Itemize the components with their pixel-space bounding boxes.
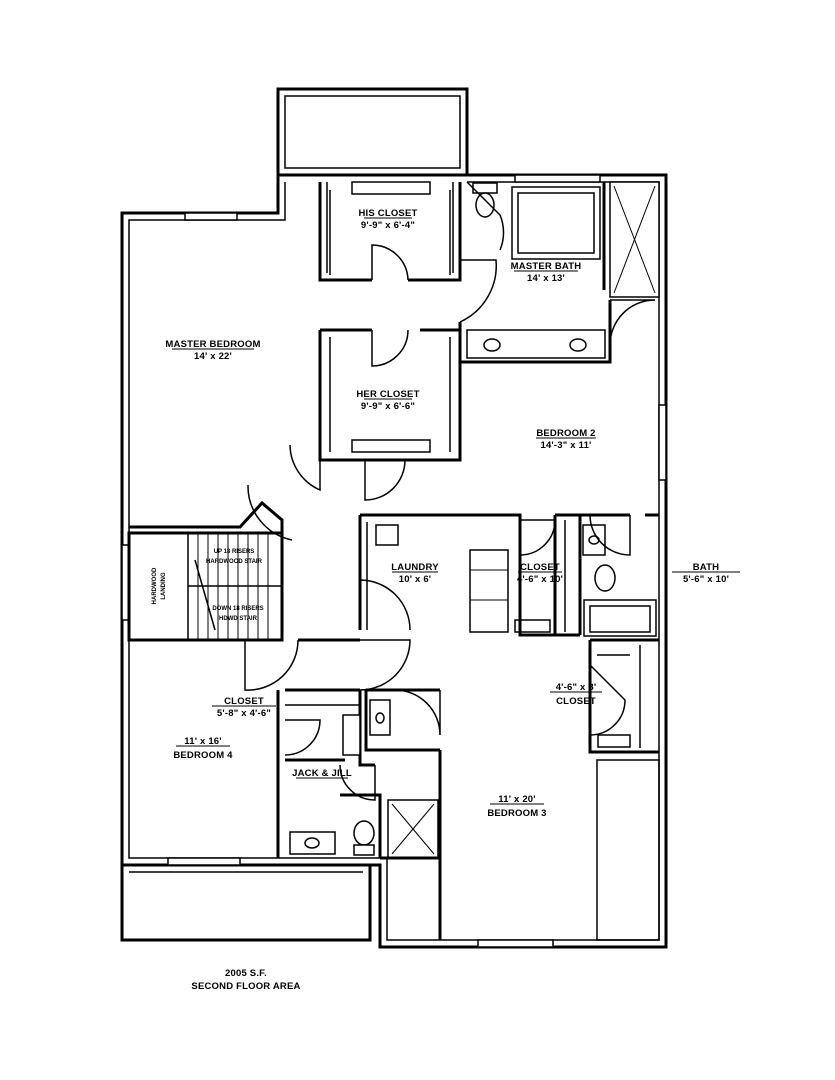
label-bath: BATH 5'-6" x 10' (672, 562, 740, 585)
svg-text:11' x 16': 11' x 16' (184, 736, 222, 747)
porch (120, 863, 372, 942)
svg-text:BEDROOM 4: BEDROOM 4 (173, 750, 233, 761)
svg-text:14' x 22': 14' x 22' (194, 351, 232, 362)
svg-text:5'-8" x 4'-6": 5'-8" x 4'-6" (217, 708, 271, 719)
svg-text:HER CLOSET: HER CLOSET (356, 389, 419, 400)
label-laundry: LAUNDRY 10' x 6' (391, 562, 439, 585)
svg-text:JACK & JILL: JACK & JILL (292, 768, 352, 779)
label-bedroom-3: 11' x 20' BEDROOM 3 (487, 794, 546, 819)
svg-text:2005 S.F.: 2005 S.F. (225, 968, 267, 979)
label-bedroom-4: 11' x 16' BEDROOM 4 (173, 736, 233, 761)
svg-text:HARDWOOD: HARDWOOD (152, 567, 158, 604)
svg-text:14'-3" x 11': 14'-3" x 11' (540, 440, 591, 451)
label-stairs-down: DOWN 18 RISERS HDWD STAIR (212, 606, 263, 622)
svg-text:MASTER BATH: MASTER BATH (511, 261, 582, 272)
label-closet-bedroom-3: 4'-6" x 8' CLOSET (550, 682, 602, 707)
svg-text:9'-9" x 6'-4": 9'-9" x 6'-4" (361, 220, 415, 231)
label-stairs-up: UP 18 RISERS HARDWOOD STAIR (206, 549, 263, 565)
svg-text:CLOSET: CLOSET (556, 696, 596, 707)
svg-text:9'-9" x 6'-6": 9'-9" x 6'-6" (361, 401, 415, 412)
windows (121, 174, 667, 948)
area-caption: 2005 S.F. SECOND FLOOR AREA (191, 968, 300, 992)
svg-text:CLOSET: CLOSET (224, 696, 264, 707)
svg-text:BEDROOM 2: BEDROOM 2 (536, 428, 595, 439)
svg-text:SECOND FLOOR AREA: SECOND FLOOR AREA (191, 981, 300, 992)
svg-text:HIS CLOSET: HIS CLOSET (358, 208, 417, 219)
svg-text:UP 18 RISERS: UP 18 RISERS (214, 549, 255, 555)
svg-text:BEDROOM 3: BEDROOM 3 (487, 808, 546, 819)
svg-text:LANDING: LANDING (161, 572, 167, 600)
balcony (276, 87, 469, 177)
interior-walls (127, 181, 660, 941)
svg-text:4'-6" x 10': 4'-6" x 10' (517, 574, 563, 585)
label-landing: HARDWOOD LANDING (152, 567, 167, 604)
svg-text:DOWN 18 RISERS: DOWN 18 RISERS (212, 606, 263, 612)
svg-text:LAUNDRY: LAUNDRY (391, 562, 439, 573)
door-swings (244, 181, 656, 801)
label-jack-and-jill: JACK & JILL (292, 768, 352, 779)
svg-text:4'-6" x 8': 4'-6" x 8' (556, 682, 597, 693)
svg-text:BATH: BATH (693, 562, 719, 573)
label-bedroom-2: BEDROOM 2 14'-3" x 11' (536, 428, 596, 451)
svg-text:10' x 6': 10' x 6' (399, 574, 432, 585)
label-master-bedroom: MASTER BEDROOM 14' x 22' (165, 339, 260, 362)
svg-text:11' x 20': 11' x 20' (498, 794, 536, 805)
svg-text:MASTER BEDROOM: MASTER BEDROOM (165, 339, 260, 350)
label-her-closet: HER CLOSET 9'-9" x 6'-6" (356, 389, 419, 412)
label-master-bath: MASTER BATH 14' x 13' (511, 261, 582, 284)
svg-text:14' x 13': 14' x 13' (527, 273, 565, 284)
svg-text:5'-6" x 10': 5'-6" x 10' (683, 574, 729, 585)
svg-text:HDWD STAIR: HDWD STAIR (219, 616, 258, 622)
svg-text:CLOSET: CLOSET (520, 562, 560, 573)
svg-text:HARDWOOD STAIR: HARDWOOD STAIR (206, 559, 263, 565)
label-closet-bedroom-2: CLOSET 4'-6" x 10' (517, 562, 563, 585)
label-closet-bedroom-4: CLOSET 5'-8" x 4'-6" (212, 696, 276, 719)
label-his-closet: HIS CLOSET 9'-9" x 6'-4" (358, 208, 417, 231)
